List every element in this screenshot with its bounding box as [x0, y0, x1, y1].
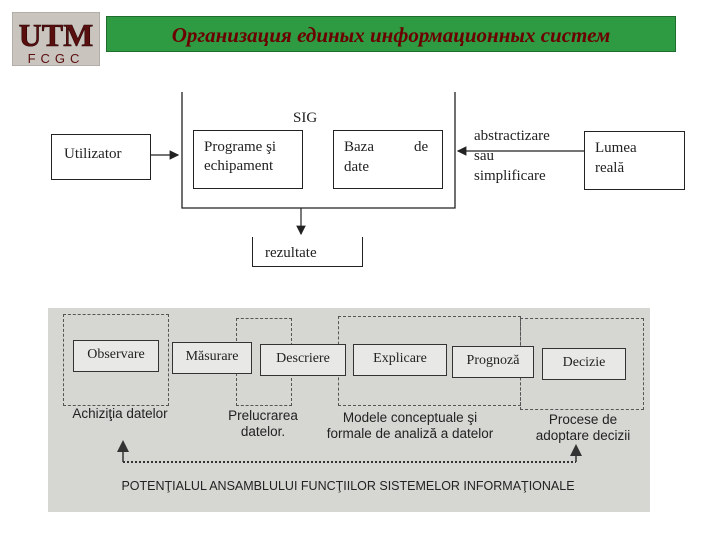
title-bar: Организация единых информационных систем: [106, 16, 676, 52]
step-explicare: Explicare: [353, 344, 447, 376]
svg-text:FCGC: FCGC: [28, 51, 85, 66]
footer-potential: POTENŢIALUL ANSAMBLULUI FUNCŢIILOR SISTE…: [121, 479, 575, 493]
baza-label-de: de: [414, 139, 429, 155]
caption-prelucrarea-2: datelor.: [240, 424, 286, 439]
lumea-reala-box: Lumea reală: [584, 131, 685, 190]
baza-date-box: Baza de date: [333, 130, 443, 189]
lumea-label-1: Lumea: [595, 140, 637, 156]
baza-label-2: date: [344, 159, 369, 175]
programe-label-2: echipament: [204, 158, 274, 174]
rezultate-label: rezultate: [265, 245, 317, 261]
caption-procese-1: Procese de: [548, 412, 618, 427]
sig-diagram-lines: [151, 92, 584, 236]
utilizator-label: Utilizator: [64, 146, 122, 162]
page-title: Организация единых информационных систем: [171, 23, 611, 47]
abstr-label-2: sau: [474, 148, 494, 164]
svg-text:UTM: UTM: [19, 17, 94, 53]
abstr-label-1: abstractizare: [474, 128, 550, 144]
programe-label-1: Programe şi: [204, 139, 277, 155]
caption-modele-1: Modele conceptuale şi: [342, 410, 478, 425]
step-decizie: Decizie: [542, 348, 626, 380]
caption-modele-2: formale de analiză a datelor: [326, 426, 494, 441]
baza-label-1: Baza: [344, 139, 374, 155]
utm-logo: UTM FCGC: [11, 11, 101, 67]
group-achizitia: [63, 314, 169, 406]
rezultate-box: rezultate: [252, 237, 363, 267]
caption-prelucrarea-1: Prelucrarea: [228, 408, 298, 423]
process-figure: Observare Măsurare Descriere Explicare P…: [48, 308, 650, 512]
sig-label: SIG: [293, 110, 318, 126]
utm-logo-graphic: UTM FCGC: [11, 11, 101, 67]
sig-frame: [181, 92, 456, 209]
step-masurare: Măsurare: [172, 342, 252, 374]
caption-procese-2: adoptare decizii: [535, 428, 631, 443]
step-observare: Observare: [73, 340, 159, 372]
caption-achizitia: Achiziţia datelor: [72, 406, 168, 421]
step-prognoza: Prognoză: [452, 346, 534, 378]
programe-box: Programe şi echipament: [193, 130, 303, 189]
potential-arrow: [117, 440, 582, 463]
lumea-label-2: reală: [595, 160, 625, 176]
step-descriere: Descriere: [260, 344, 346, 376]
utilizator-box: Utilizator: [51, 134, 151, 180]
abstr-label-3: simplificare: [474, 168, 546, 184]
